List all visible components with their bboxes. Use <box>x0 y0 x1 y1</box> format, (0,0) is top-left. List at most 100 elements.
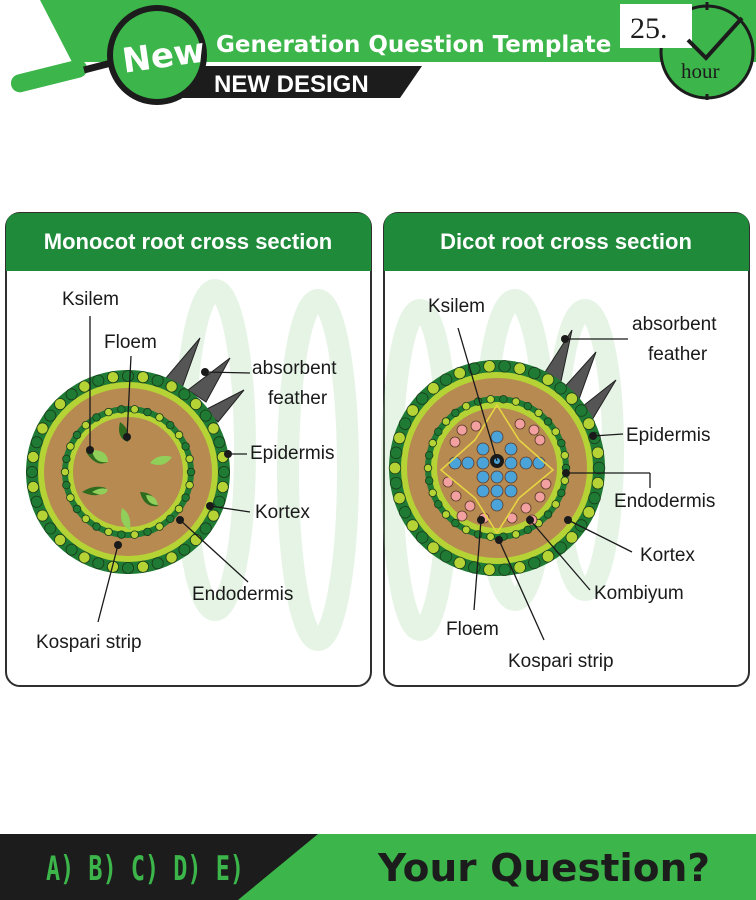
cell-dot <box>565 531 579 544</box>
cell-dot <box>565 392 579 405</box>
label-feather: feather <box>268 388 328 409</box>
cell-dot <box>483 360 496 373</box>
cell-dot <box>189 398 202 411</box>
label-kospari: Kospari strip <box>508 651 614 672</box>
cell-dot <box>582 506 596 519</box>
cell-dot <box>178 388 191 401</box>
header-title: Generation Question Template <box>216 32 611 58</box>
label-endodermis: Endodermis <box>614 491 715 512</box>
stele-cell <box>490 484 504 498</box>
stele-cell <box>514 418 526 430</box>
cell-dot <box>92 557 105 570</box>
cell-dot <box>66 493 75 502</box>
cell-dot <box>582 417 596 430</box>
stele-cell <box>534 491 546 503</box>
cell-dot <box>428 488 437 498</box>
cell-dot <box>130 405 139 414</box>
label-epidermis: Epidermis <box>626 425 710 446</box>
cell-dot <box>44 522 57 535</box>
root-hair <box>187 357 231 403</box>
cell-dot <box>165 551 178 564</box>
cell-dot <box>483 563 496 576</box>
cell-dot <box>428 438 437 448</box>
subtitle-text: NEW DESIGN <box>214 71 369 98</box>
cell-dot <box>486 395 495 404</box>
cell-dot <box>398 417 412 430</box>
cell-dot <box>65 543 78 556</box>
cell-dot <box>560 476 569 485</box>
cell-dot <box>423 463 433 473</box>
stele-cell <box>476 456 490 470</box>
stele-cell <box>450 490 462 502</box>
cell-dot <box>554 541 567 554</box>
cell-dot <box>398 506 412 519</box>
cell-dot <box>199 522 212 535</box>
cell-dot <box>591 446 605 460</box>
cell-dot <box>554 382 567 395</box>
cell-dot <box>441 510 451 519</box>
stele-cell <box>456 510 468 522</box>
cell-dot <box>72 430 82 440</box>
cell-dot <box>213 495 226 508</box>
stele-cell <box>476 470 490 484</box>
cell-dot <box>393 491 406 505</box>
cell-dot <box>551 427 560 436</box>
cell-dot <box>523 402 532 411</box>
cell-dot <box>81 421 90 430</box>
cell-dot <box>186 467 196 477</box>
stele-cell <box>534 434 546 446</box>
cell-dot <box>416 531 429 544</box>
cell-dot <box>499 395 508 404</box>
cell-dot <box>213 436 226 449</box>
cell-dot <box>434 500 443 509</box>
cell-dot <box>511 397 521 406</box>
cell-dot <box>44 409 57 422</box>
cell-dot <box>155 413 164 422</box>
cell-dot <box>189 533 202 546</box>
cell-dot <box>393 431 406 445</box>
cell-dot <box>528 366 541 380</box>
cell-dot <box>62 454 71 464</box>
cell-dot <box>151 374 164 387</box>
cell-dot <box>498 360 511 373</box>
cell-dot <box>122 562 135 575</box>
cell-dot <box>78 551 91 564</box>
stele-cell <box>532 456 546 470</box>
stele-cell <box>504 470 518 484</box>
cell-dot <box>92 413 101 422</box>
label-ksilem: Ksilem <box>62 289 119 310</box>
cell-dot <box>66 442 75 451</box>
dicot-labels: Ksilem absorbent feather Epidermis Endod… <box>428 296 717 672</box>
cell-dot <box>165 421 175 430</box>
header: NEW DESIGN Generation Question Template … <box>10 0 756 105</box>
label-absorbent: absorbent <box>632 314 717 335</box>
cell-dot <box>591 477 605 490</box>
stele-cell <box>504 484 518 498</box>
cell-dot <box>513 561 526 574</box>
cell-dot <box>462 402 471 411</box>
cell-dot <box>185 480 194 490</box>
cell-dot <box>513 362 526 375</box>
answer-options: A) B) C) D) E) <box>46 849 244 889</box>
cell-dot <box>174 430 184 440</box>
cell-dot <box>72 504 82 514</box>
cell-dot <box>592 461 606 475</box>
cell-dot <box>498 563 511 576</box>
monocot-diagram <box>25 316 251 623</box>
stele-cell <box>461 456 475 470</box>
cell-dot <box>388 461 402 475</box>
label-floem: Floem <box>104 332 157 353</box>
cell-dot <box>416 392 429 405</box>
cell-dot <box>560 451 569 460</box>
monocot-title: Monocot root cross section <box>44 229 332 254</box>
cell-dot <box>473 530 483 539</box>
cell-dot <box>165 514 175 523</box>
magnifier-icon: New <box>10 5 208 105</box>
cell-dot <box>36 422 49 435</box>
cell-dot <box>178 543 191 556</box>
cell-dot <box>453 556 466 570</box>
cell-dot <box>541 373 555 386</box>
cell-dot <box>462 525 471 534</box>
subtitle-banner <box>168 66 422 98</box>
label-kortex: Kortex <box>640 545 695 566</box>
